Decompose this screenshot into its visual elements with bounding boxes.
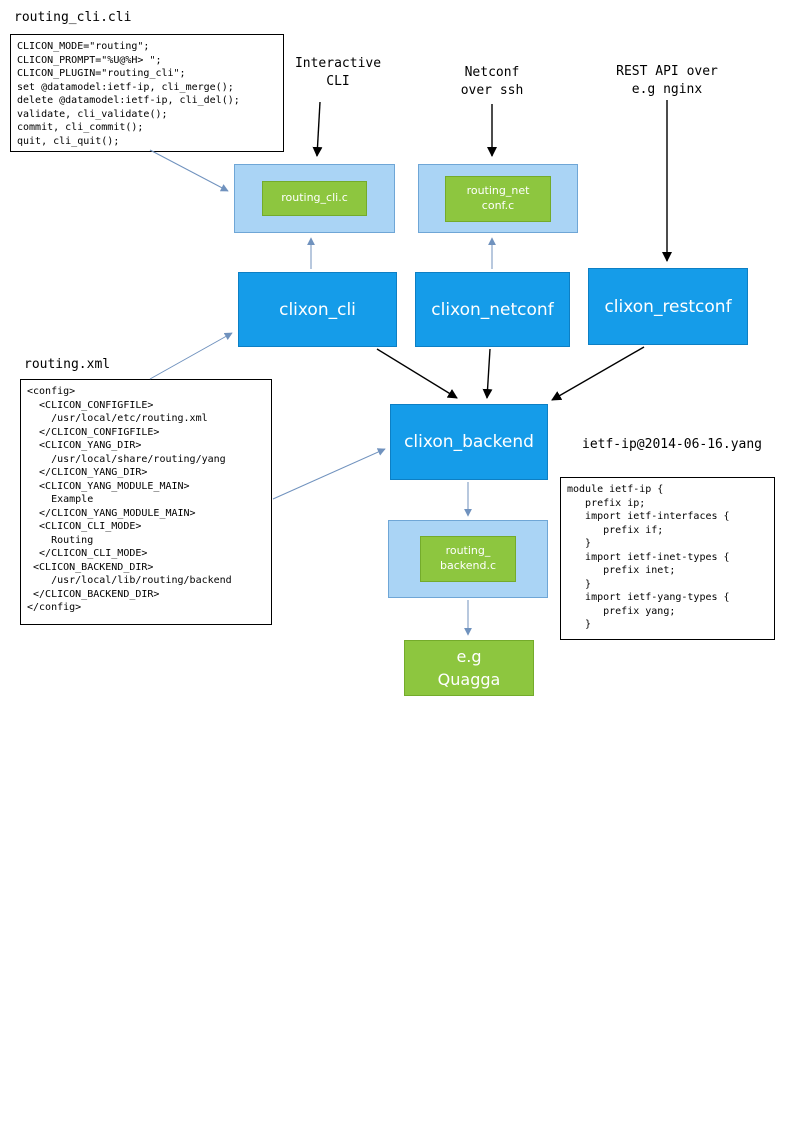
node-routing-cli-plugin: routing_cli.c: [234, 164, 395, 233]
node-routing-netconf-plugin-label: routing_net conf.c: [445, 175, 551, 222]
node-clixon-backend-label: clixon_backend: [404, 432, 534, 452]
file-label-routing-cli-cli: routing_cli.cli: [14, 10, 132, 25]
arrow-clixon-restconf-to-backend: [551, 346, 645, 401]
node-clixon-restconf: clixon_restconf: [588, 268, 748, 345]
code-box-ietf-ip-yang: module ietf-ip { prefix ip; import ietf-…: [560, 477, 775, 640]
arrow-routing-xml-to-clixon-backend: [272, 448, 386, 500]
arrow-clixon-cli-to-backend: [376, 348, 458, 399]
node-clixon-backend: clixon_backend: [390, 404, 548, 480]
node-routing-backend-plugin: routing_ backend.c: [388, 520, 548, 598]
node-clixon-netconf-label: clixon_netconf: [431, 299, 554, 320]
code-box-routing-cli-cli: CLICON_MODE="routing"; CLICON_PROMPT="%U…: [10, 34, 284, 152]
annotation-netconf-over-ssh: Netconf over ssh: [460, 65, 524, 98]
file-label-ietf-ip-yang: ietf-ip@2014-06-16.yang: [582, 437, 763, 452]
node-quagga-label: e.g Quagga: [437, 646, 501, 689]
code-box-routing-xml: <config> <CLICON_CONFIGFILE> /usr/local/…: [20, 379, 272, 625]
annotation-rest-api-nginx: REST API over e.g nginx: [616, 64, 718, 97]
node-clixon-cli-label: clixon_cli: [279, 299, 356, 320]
node-routing-netconf-plugin: routing_net conf.c: [418, 164, 578, 233]
node-clixon-cli: clixon_cli: [238, 272, 397, 347]
node-routing-cli-plugin-label: routing_cli.c: [262, 181, 367, 216]
arrow-clixon-netconf-to-backend: [482, 348, 493, 399]
arrow-interactive-cli-to-routing-cli-c: [312, 101, 323, 157]
node-clixon-netconf: clixon_netconf: [415, 272, 570, 347]
arrow-routing-xml-to-clixon-cli: [149, 332, 233, 380]
node-quagga: e.g Quagga: [404, 640, 534, 696]
arrow-cli-spec-to-routing-cli-c: [149, 149, 229, 192]
file-label-routing-xml: routing.xml: [24, 357, 111, 372]
node-routing-backend-plugin-label: routing_ backend.c: [420, 536, 516, 582]
annotation-interactive-cli: Interactive CLI: [294, 56, 382, 89]
node-clixon-restconf-label: clixon_restconf: [604, 296, 732, 317]
